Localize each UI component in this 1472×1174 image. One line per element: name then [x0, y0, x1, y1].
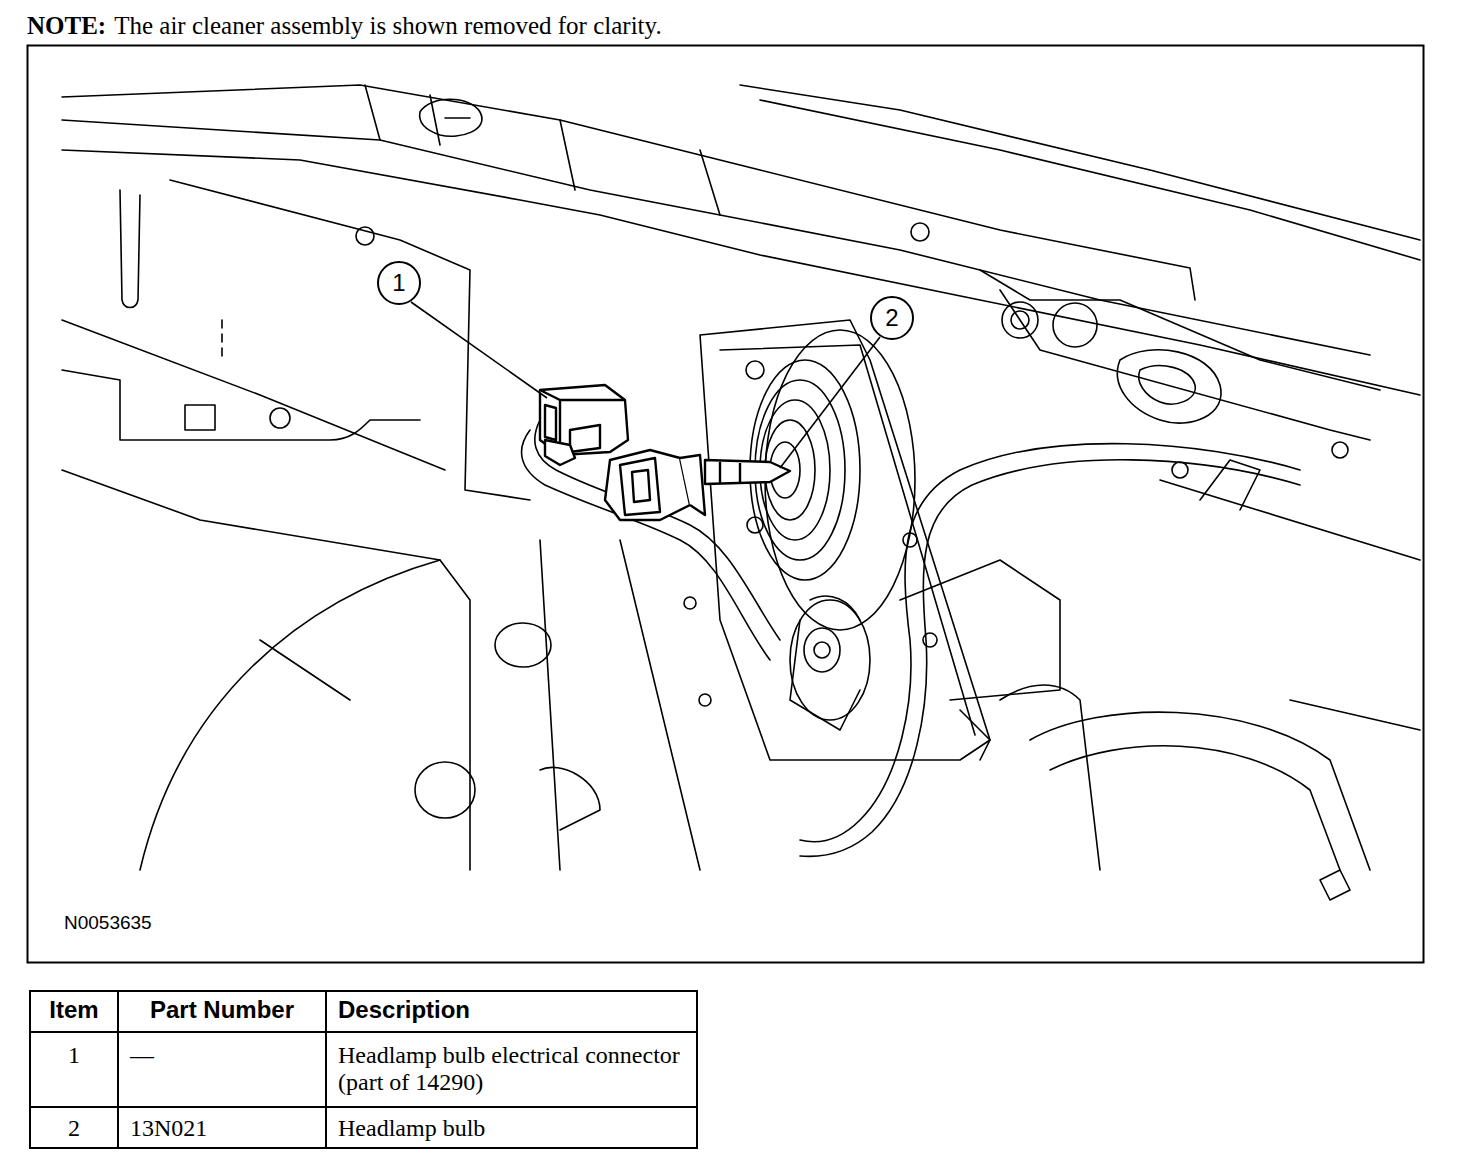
- callout-circle: 1: [377, 261, 421, 305]
- figure-frame: [28, 46, 1424, 963]
- note-text: The air cleaner assembly is shown remove…: [114, 12, 662, 40]
- table-header: Part Number: [118, 996, 326, 1023]
- table-cell: 13N021: [130, 1115, 207, 1142]
- table-header: Description: [338, 996, 470, 1023]
- table-cell: Headlamp bulb: [338, 1115, 485, 1142]
- headlamp-connector: [540, 385, 628, 465]
- callout-number: 1: [392, 269, 405, 297]
- callout-circle: 2: [870, 296, 914, 340]
- table-cell: Headlamp bulb electrical connector (part…: [338, 1042, 692, 1096]
- table-cell: 1: [30, 1042, 118, 1069]
- leader-line: [780, 337, 880, 468]
- figure-id: N0053635: [62, 912, 154, 934]
- table-cell: —: [130, 1042, 154, 1069]
- leader-line: [411, 302, 547, 398]
- table-header: Item: [30, 996, 118, 1023]
- parts-table-grid: [30, 991, 697, 1148]
- headlamp-bulb: [605, 450, 790, 520]
- note-heading: NOTE:: [27, 12, 106, 40]
- callout-number: 2: [885, 304, 898, 332]
- engine-bay-drawing: [62, 85, 1420, 900]
- table-cell: 2: [30, 1115, 118, 1142]
